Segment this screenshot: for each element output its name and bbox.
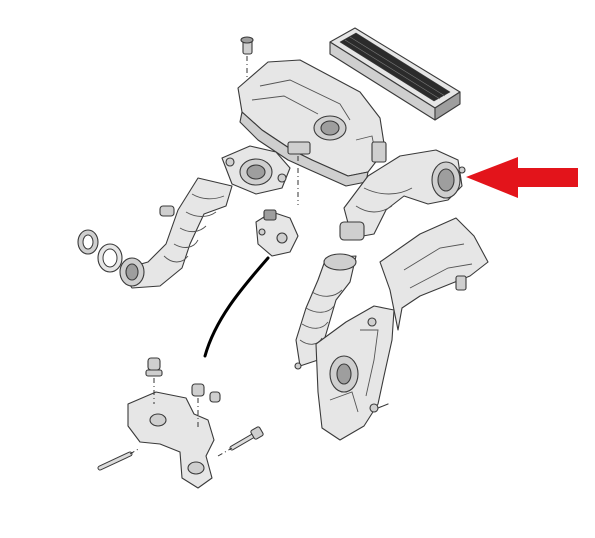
throttle-adapter: [221, 145, 291, 195]
heat-shield: [379, 217, 489, 331]
intake-hose-left: [119, 177, 233, 289]
hose-clamp-b: [97, 243, 123, 273]
stud-bolt: [97, 447, 141, 471]
hex-bolt: [217, 426, 264, 457]
resonator-bracket: [294, 305, 395, 441]
air-filter-housing: [237, 59, 387, 205]
arrow-left-icon: [466, 157, 578, 198]
intake-duct-upper: [339, 149, 466, 241]
air-filter-element: [329, 27, 461, 121]
mount-valve: [255, 209, 299, 257]
housing-bolt: [240, 36, 254, 80]
leader-line: [203, 256, 270, 358]
support-bracket: [127, 357, 221, 489]
hose-clamp-a: [77, 229, 99, 255]
